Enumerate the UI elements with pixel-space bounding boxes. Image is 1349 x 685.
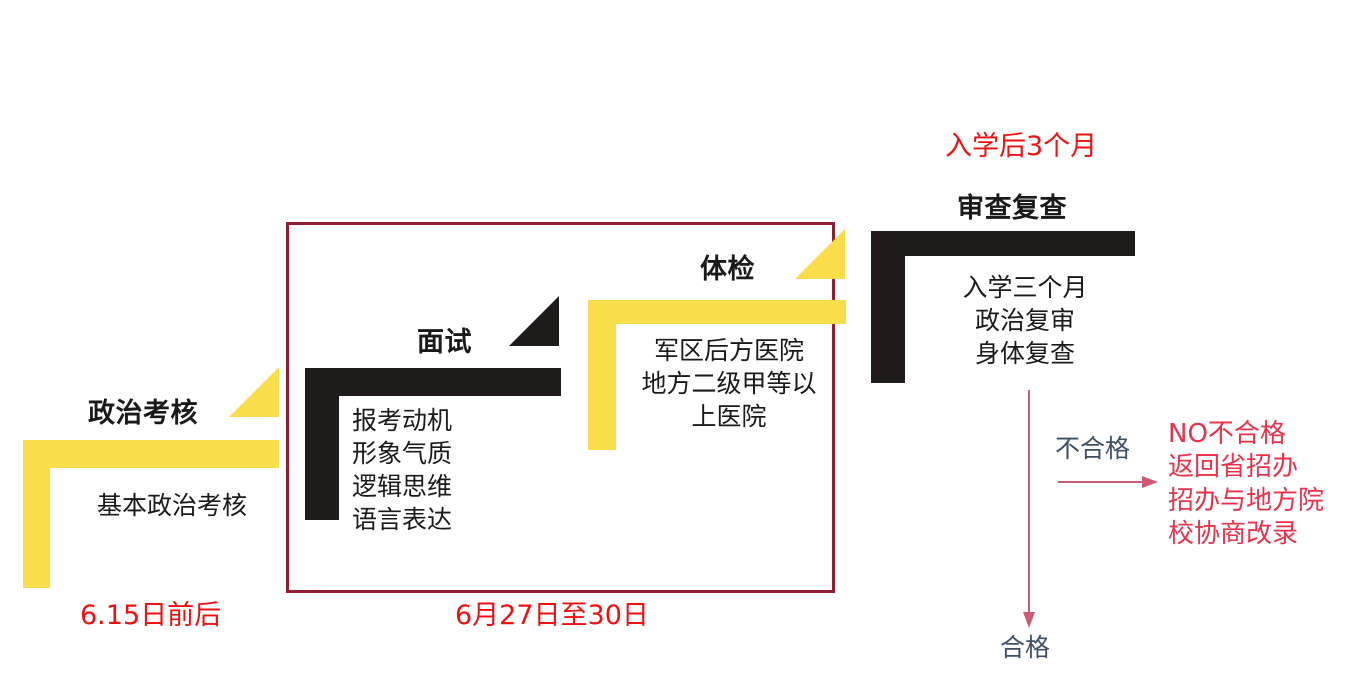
- bracket-review-recheck-vertical: [871, 231, 905, 383]
- bracket-interview-vertical: [305, 368, 339, 520]
- corner-triangle-political-review: [229, 367, 279, 417]
- fail-pass-arrows: [1023, 390, 1158, 628]
- stage-body-physical-exam: 军区后方医院 地方二级甲等以 上医院: [641, 336, 817, 431]
- grouping-box-interview-exam: [286, 222, 835, 593]
- bracket-physical-exam-vertical: [588, 300, 616, 450]
- stage-body-review-recheck: 入学三个月 政治复审 身体复查: [962, 273, 1088, 368]
- stage-heading-interview: 面试: [417, 327, 472, 358]
- corner-triangle-physical-exam: [795, 229, 845, 279]
- corner-triangle-interview: [509, 296, 559, 346]
- bracket-interview-horizontal: [305, 368, 561, 396]
- grouped-date-label: 6月27日至30日: [455, 600, 649, 631]
- outcome-label-pass: 合格: [1000, 633, 1051, 662]
- bracket-political-review-vertical: [23, 440, 50, 588]
- outcome-label-fail: 不合格: [1055, 434, 1131, 463]
- stage-heading-political-review: 政治考核: [88, 398, 198, 429]
- stage-body-interview: 报考动机 形象气质 逻辑思维 语言表达: [352, 406, 453, 534]
- stage-body-political-review: 基本政治考核: [96, 491, 247, 520]
- bracket-political-review-horizontal: [23, 440, 279, 468]
- stage-date-political-review: 6.15日前后: [80, 600, 222, 631]
- stage-heading-physical-exam: 体检: [700, 254, 755, 285]
- bracket-review-recheck-horizontal: [871, 231, 1135, 256]
- bracket-physical-exam-horizontal: [588, 300, 846, 324]
- stage-date-review-recheck: 入学后3个月: [945, 131, 1098, 162]
- stage-heading-review-recheck: 审查复查: [957, 193, 1067, 224]
- outcome-detail-fail: NO不合格 返回省招办 招办与地方院 校协商改录: [1168, 419, 1325, 549]
